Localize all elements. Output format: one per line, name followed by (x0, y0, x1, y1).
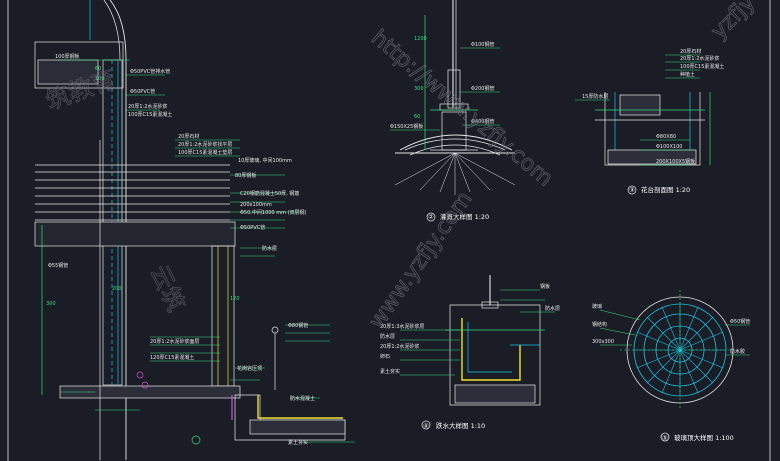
label-l17: 20厚1:2水泥砂浆面层 (150, 338, 199, 345)
label-l18: 120厚C15素混凝土 (150, 354, 194, 361)
label-l12: 200x100mm (240, 202, 272, 208)
detail-4-number: ④ (423, 422, 429, 430)
label-d3-0: 20厚石材 (680, 48, 701, 55)
label-l2: Φ50PVC管 (130, 88, 155, 95)
label-l6: 20厚1:2水泥砂浆找平层 (178, 141, 232, 148)
detail-5 (599, 290, 750, 442)
label-d4-1: 防水层 (545, 305, 560, 312)
label-l20: 花岗岩压顶 (237, 365, 262, 372)
label-l7: 100厚C15素混凝土垫层 (178, 149, 232, 156)
watermark-yzfjy: yzfjy (707, 0, 761, 44)
label-l14: 防水层 (262, 245, 277, 252)
detail-3-number: ③ (629, 186, 635, 194)
label-d5-4: 防水胶 (730, 348, 745, 355)
label-l3: 20厚1:2水泥砂浆 (128, 103, 167, 110)
dim-l22: 200 (112, 286, 122, 292)
label-l10: C20钢筋混凝土50厚, 钢筋 (240, 190, 299, 197)
detail-3 (575, 54, 711, 195)
label-l8: 10厚玻璃, 中间100mm (238, 157, 292, 164)
dim-l26: 120 (230, 296, 240, 302)
label-d3-3: 种植土 (680, 71, 695, 78)
label-l11: Φ50,中间1000 mm (双层钢) (240, 209, 306, 216)
dim-d2-5: 300 (414, 86, 424, 92)
label-d4-3: 防水层 (380, 333, 395, 340)
dim-l24: 60 (95, 66, 101, 72)
label-d5-3: Φ50钢管 (730, 318, 750, 325)
dim-l25: 100 (95, 76, 105, 82)
detail-3-title: 花台剖面图 1:20 (641, 185, 690, 194)
label-d3-7: 200X100X5钢板 (656, 158, 695, 165)
label-d3-1: 20厚1:2水泥砂浆 (680, 55, 719, 62)
detail-4-title: 跌水大样图 1:10 (436, 421, 485, 430)
left-annotations: 100厚钢板 Φ50PVC管排水管 Φ50PVC管 20厚1:2水泥砂浆 100… (46, 53, 315, 446)
label-l15: Φ55钢管 (48, 262, 68, 269)
label-l19: 素土夯实 (288, 439, 308, 446)
label-l0: 100厚钢板 (55, 53, 80, 60)
watermark-url: http://www.yzfjy.com (366, 25, 557, 191)
detail-4 (400, 275, 555, 430)
label-d2-3: Φ150X25钢板 (390, 123, 423, 130)
dim-l23: 300 (46, 301, 56, 307)
label-d2-0: Φ100钢管 (471, 41, 494, 48)
dim-d2-4: 1200 (414, 36, 427, 42)
label-l1: Φ50PVC管排水管 (130, 68, 170, 75)
label-d4-0: 钢板 (540, 283, 550, 290)
detail-4-annotations: 钢板 防水层 20厚1:3水泥砂浆层 防水层 20厚1:2水泥砂浆 卵石 素土夯… (380, 283, 560, 375)
detail-5-title: 玻璃顶大样图 1:100 (674, 433, 734, 442)
label-l9: 80厚钢板 (235, 172, 256, 179)
label-d4-5: 卵石 (380, 353, 390, 360)
dim-d2-6: 60 (414, 114, 420, 120)
label-d5-0: 玻璃 (592, 303, 602, 310)
detail-5-number: ⑤ (662, 434, 668, 442)
label-d5-1: 钢结构 (592, 321, 607, 328)
section-detail-1 (34, 0, 355, 460)
label-d3-5: Φ80X80 (656, 134, 676, 140)
label-d3-6: Φ100X100 (656, 144, 682, 150)
label-d4-4: 20厚1:2水泥砂浆 (380, 343, 419, 350)
label-d2-2: Φ400钢管 (471, 118, 494, 125)
label-l21: 防水混凝土 (290, 395, 315, 402)
detail-2 (390, 0, 516, 222)
label-d3-4: 15厚防水层 (582, 93, 608, 100)
detail-2-number: ② (428, 213, 434, 221)
label-d4-6: 素土夯实 (380, 368, 400, 375)
label-l5: 20厚石材 (178, 133, 199, 140)
detail-3-annotations: 20厚石材 20厚1:2水泥砂浆 100厚C15素混凝土 种植土 15厚防水层 … (582, 48, 724, 165)
label-l16: Φ80钢管 (288, 322, 308, 329)
label-d4-2: 20厚1:3水泥砂浆层 (380, 323, 424, 330)
label-l4: 100厚C15素混凝土 (128, 111, 172, 118)
label-d3-2: 100厚C15素混凝土 (680, 63, 724, 70)
detail-2-annotations: Φ100钢管 Φ200钢管 Φ400钢管 Φ150X25钢板 1200 300 … (390, 36, 494, 130)
watermark-www: www.yzfjy.com (364, 187, 477, 333)
watermark-yunzhu: 云筑 (145, 261, 191, 316)
label-d5-2: 300x300 (592, 339, 614, 345)
detail-titles: ② 灌溉大样图 1:20 ③ 花台剖面图 1:20 ④ 跌水大样图 1:10 ⑤… (423, 185, 734, 442)
watermarks: http://www.yzfjy.com 云筑 www.yzfjy.com yz… (42, 0, 761, 334)
detail-2-title: 灌溉大样图 1:20 (440, 212, 489, 221)
label-d2-1: Φ200钢管 (471, 85, 494, 92)
label-l13: Φ50PVC管 (240, 224, 265, 231)
detail-5-annotations: 玻璃 钢结构 300x300 Φ50钢管 防水胶 (592, 303, 750, 355)
